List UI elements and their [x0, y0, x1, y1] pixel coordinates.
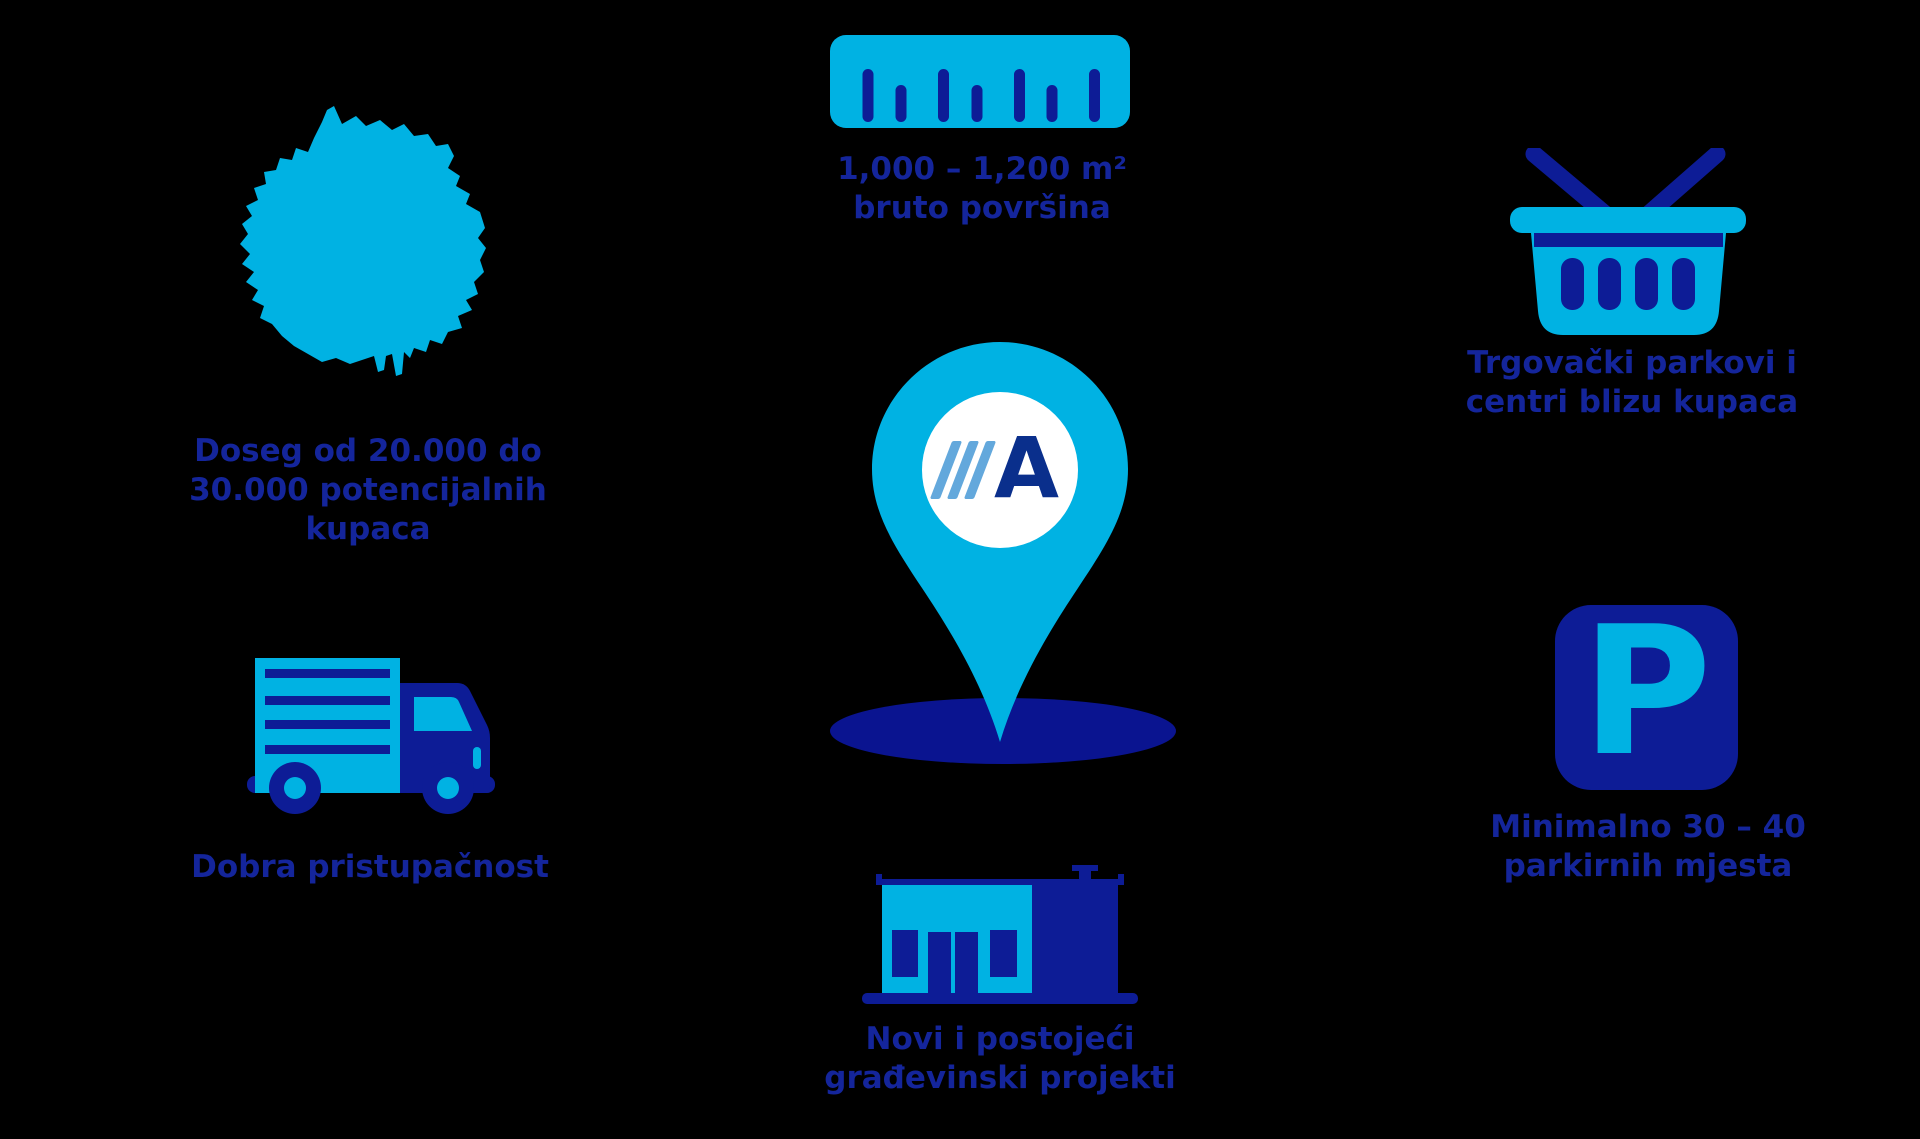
building-base: [862, 993, 1138, 1004]
building-body-right: [1032, 885, 1118, 993]
parking-line2: parkirnih mjesta: [1503, 848, 1793, 884]
building-chimney-cap: [1072, 865, 1098, 871]
reach-line3: kupaca: [305, 511, 431, 547]
reach-line2: 30.000 potencijalnih: [189, 472, 547, 508]
gross-area-line2: bruto površina: [853, 190, 1111, 226]
gross-area-line1: 1,000 – 1,200 m²: [837, 151, 1127, 187]
building-door: [928, 932, 951, 993]
basket-rim: [1510, 207, 1746, 233]
projects-label: Novi i postojeći građevinski projekti: [824, 1020, 1176, 1098]
brand-logo-letter: A: [993, 419, 1059, 517]
building-roofline: [876, 879, 1124, 885]
retail-parks-line1: Trgovački parkovi i: [1467, 345, 1797, 381]
parking-label: Minimalno 30 – 40 parkirnih mjesta: [1490, 808, 1806, 886]
truck-icon: [247, 658, 495, 814]
ruler-icon: [830, 35, 1130, 128]
region-map-icon: [240, 106, 486, 376]
parking-sign-letter: P: [1581, 587, 1712, 795]
building-icon: [862, 865, 1138, 1004]
projects-line2: građevinski projekti: [824, 1060, 1176, 1096]
building-door: [955, 932, 978, 993]
retail-parks-label: Trgovački parkovi i centri blizu kupaca: [1466, 344, 1798, 422]
accessibility-label: Dobra pristupačnost: [191, 848, 549, 887]
shopping-basket-icon: [1510, 148, 1746, 335]
gross-area-label: 1,000 – 1,200 m² bruto površina: [837, 150, 1127, 228]
building-window: [892, 930, 918, 977]
brand-logo-circle: A: [922, 392, 1078, 548]
reach-line1: Doseg od 20.000 do: [194, 433, 542, 469]
parking-sign-icon: P: [1555, 587, 1738, 795]
reach-label: Doseg od 20.000 do 30.000 potencijalnih …: [189, 432, 547, 549]
projects-line1: Novi i postojeći: [865, 1021, 1135, 1057]
parking-line1: Minimalno 30 – 40: [1490, 809, 1806, 845]
retail-parks-line2: centri blizu kupaca: [1465, 384, 1799, 420]
basket-stripe: [1534, 233, 1723, 247]
building-window: [990, 930, 1017, 977]
accessibility-line1: Dobra pristupačnost: [191, 849, 549, 885]
truck-window: [414, 697, 472, 731]
basket-body: [1531, 233, 1726, 335]
truck-door-handle: [473, 747, 481, 769]
